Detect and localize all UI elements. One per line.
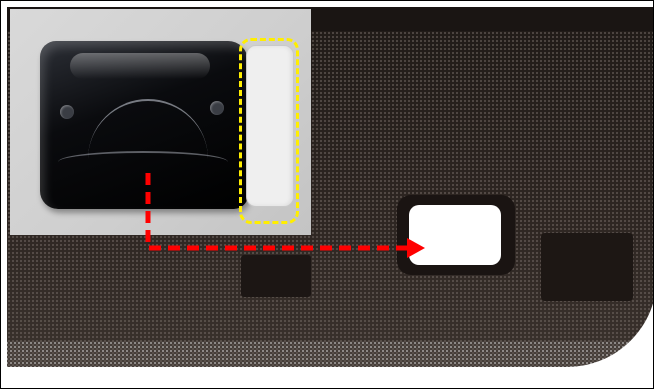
arrow-head	[407, 238, 425, 258]
arrow-path	[148, 173, 407, 248]
